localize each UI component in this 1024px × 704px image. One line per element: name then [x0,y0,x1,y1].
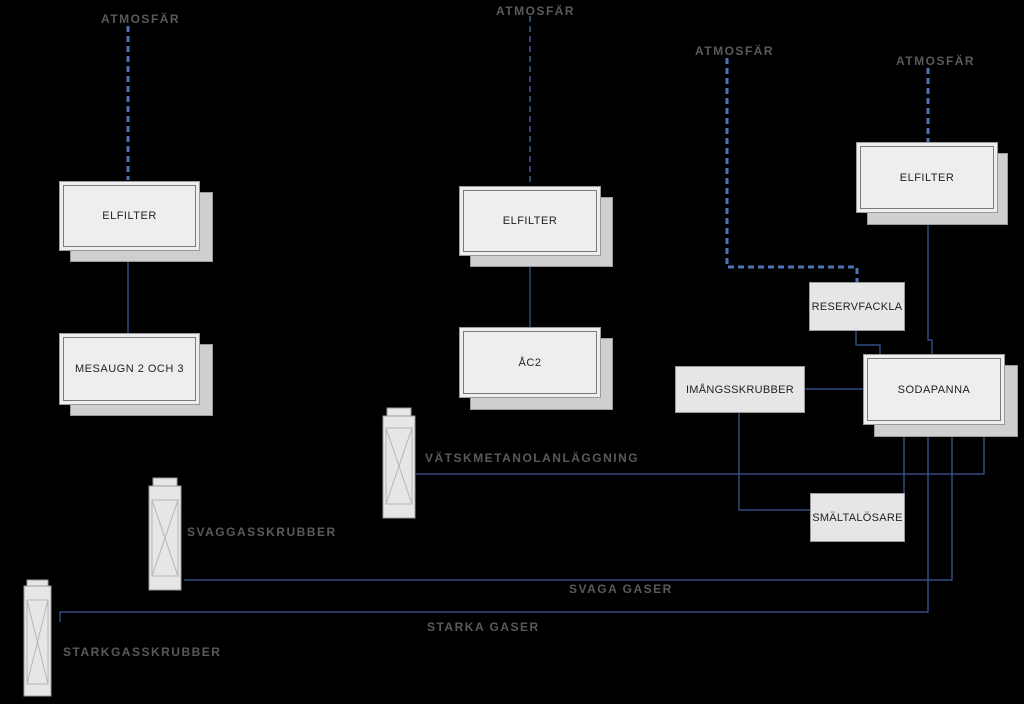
starka-gaser-label: STARKA GASER [427,620,540,634]
line-svaga [184,424,953,581]
reservfackla-unit[interactable]: RESERVFACKLA [809,282,905,331]
atmosphere-label-1: ATMOSFÄR [101,12,181,26]
starkgas-column[interactable] [23,578,53,700]
mesaugn-label: MESAUGN 2 OCH 3 [75,363,184,375]
line-elfilter3-soda [927,212,933,354]
vatskmetanol-column[interactable] [382,406,417,520]
vent-line-3 [725,58,859,282]
smaltalosare-label: SMÄLTALÖSARE [812,511,903,524]
atmosphere-label-4: ATMOSFÄR [896,54,976,68]
svaggas-column[interactable] [148,476,183,592]
atmosphere-label-3: ATMOSFÄR [695,44,775,58]
vatskmetanol-label: VÄTSKMETANOLANLÄGGNING [425,451,640,465]
sodapanna-label: SODAPANNA [897,383,971,396]
elfilter-label-2: ELFILTER [502,215,558,227]
imangsskrubber-label: IMÅNGSSKRUBBER [685,383,795,396]
reservfackla-label: RESERVFACKLA [811,300,903,313]
ac2-label: ÅC2 [518,356,542,369]
line-starka [59,424,929,622]
imangsskrubber-unit[interactable]: IMÅNGSSKRUBBER [675,366,805,413]
line-vatsk [416,428,985,475]
starkgas-label: STARKGASSKRUBBER [63,645,222,659]
atmosphere-label-2: ATMOSFÄR [496,4,576,18]
svaggas-label: SVAGGASSKRUBBER [187,525,337,539]
line-imang-smalt [738,412,810,511]
smaltalosare-unit[interactable]: SMÄLTALÖSARE [810,493,905,542]
elfilter-label-1: ELFILTER [102,210,157,222]
line-reserv-soda [855,330,881,354]
elfilter-label-3: ELFILTER [899,171,955,184]
svaga-gaser-label: SVAGA GASER [569,582,673,596]
